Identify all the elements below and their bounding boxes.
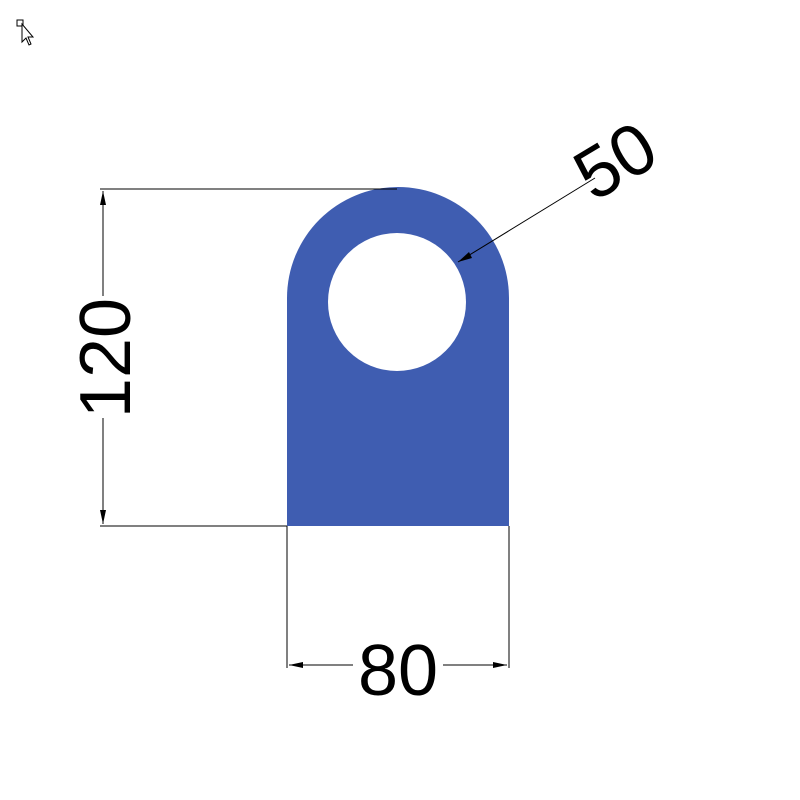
height-dimension-label: 120 [66,298,146,418]
select-cursor-icon [16,19,35,46]
hole-leader-line [457,177,596,263]
width-arrow-left [289,662,303,668]
width-arrow-right [493,662,507,668]
height-dimension: 120 [66,188,397,527]
hole[interactable] [328,233,466,371]
height-arrow-bottom [100,510,106,524]
width-dimension-label: 80 [358,631,438,711]
width-dimension: 80 [286,526,510,711]
hole-leader-arrow [458,252,472,262]
hole-dimension-label: 50 [561,107,671,217]
height-arrow-top [100,191,106,205]
